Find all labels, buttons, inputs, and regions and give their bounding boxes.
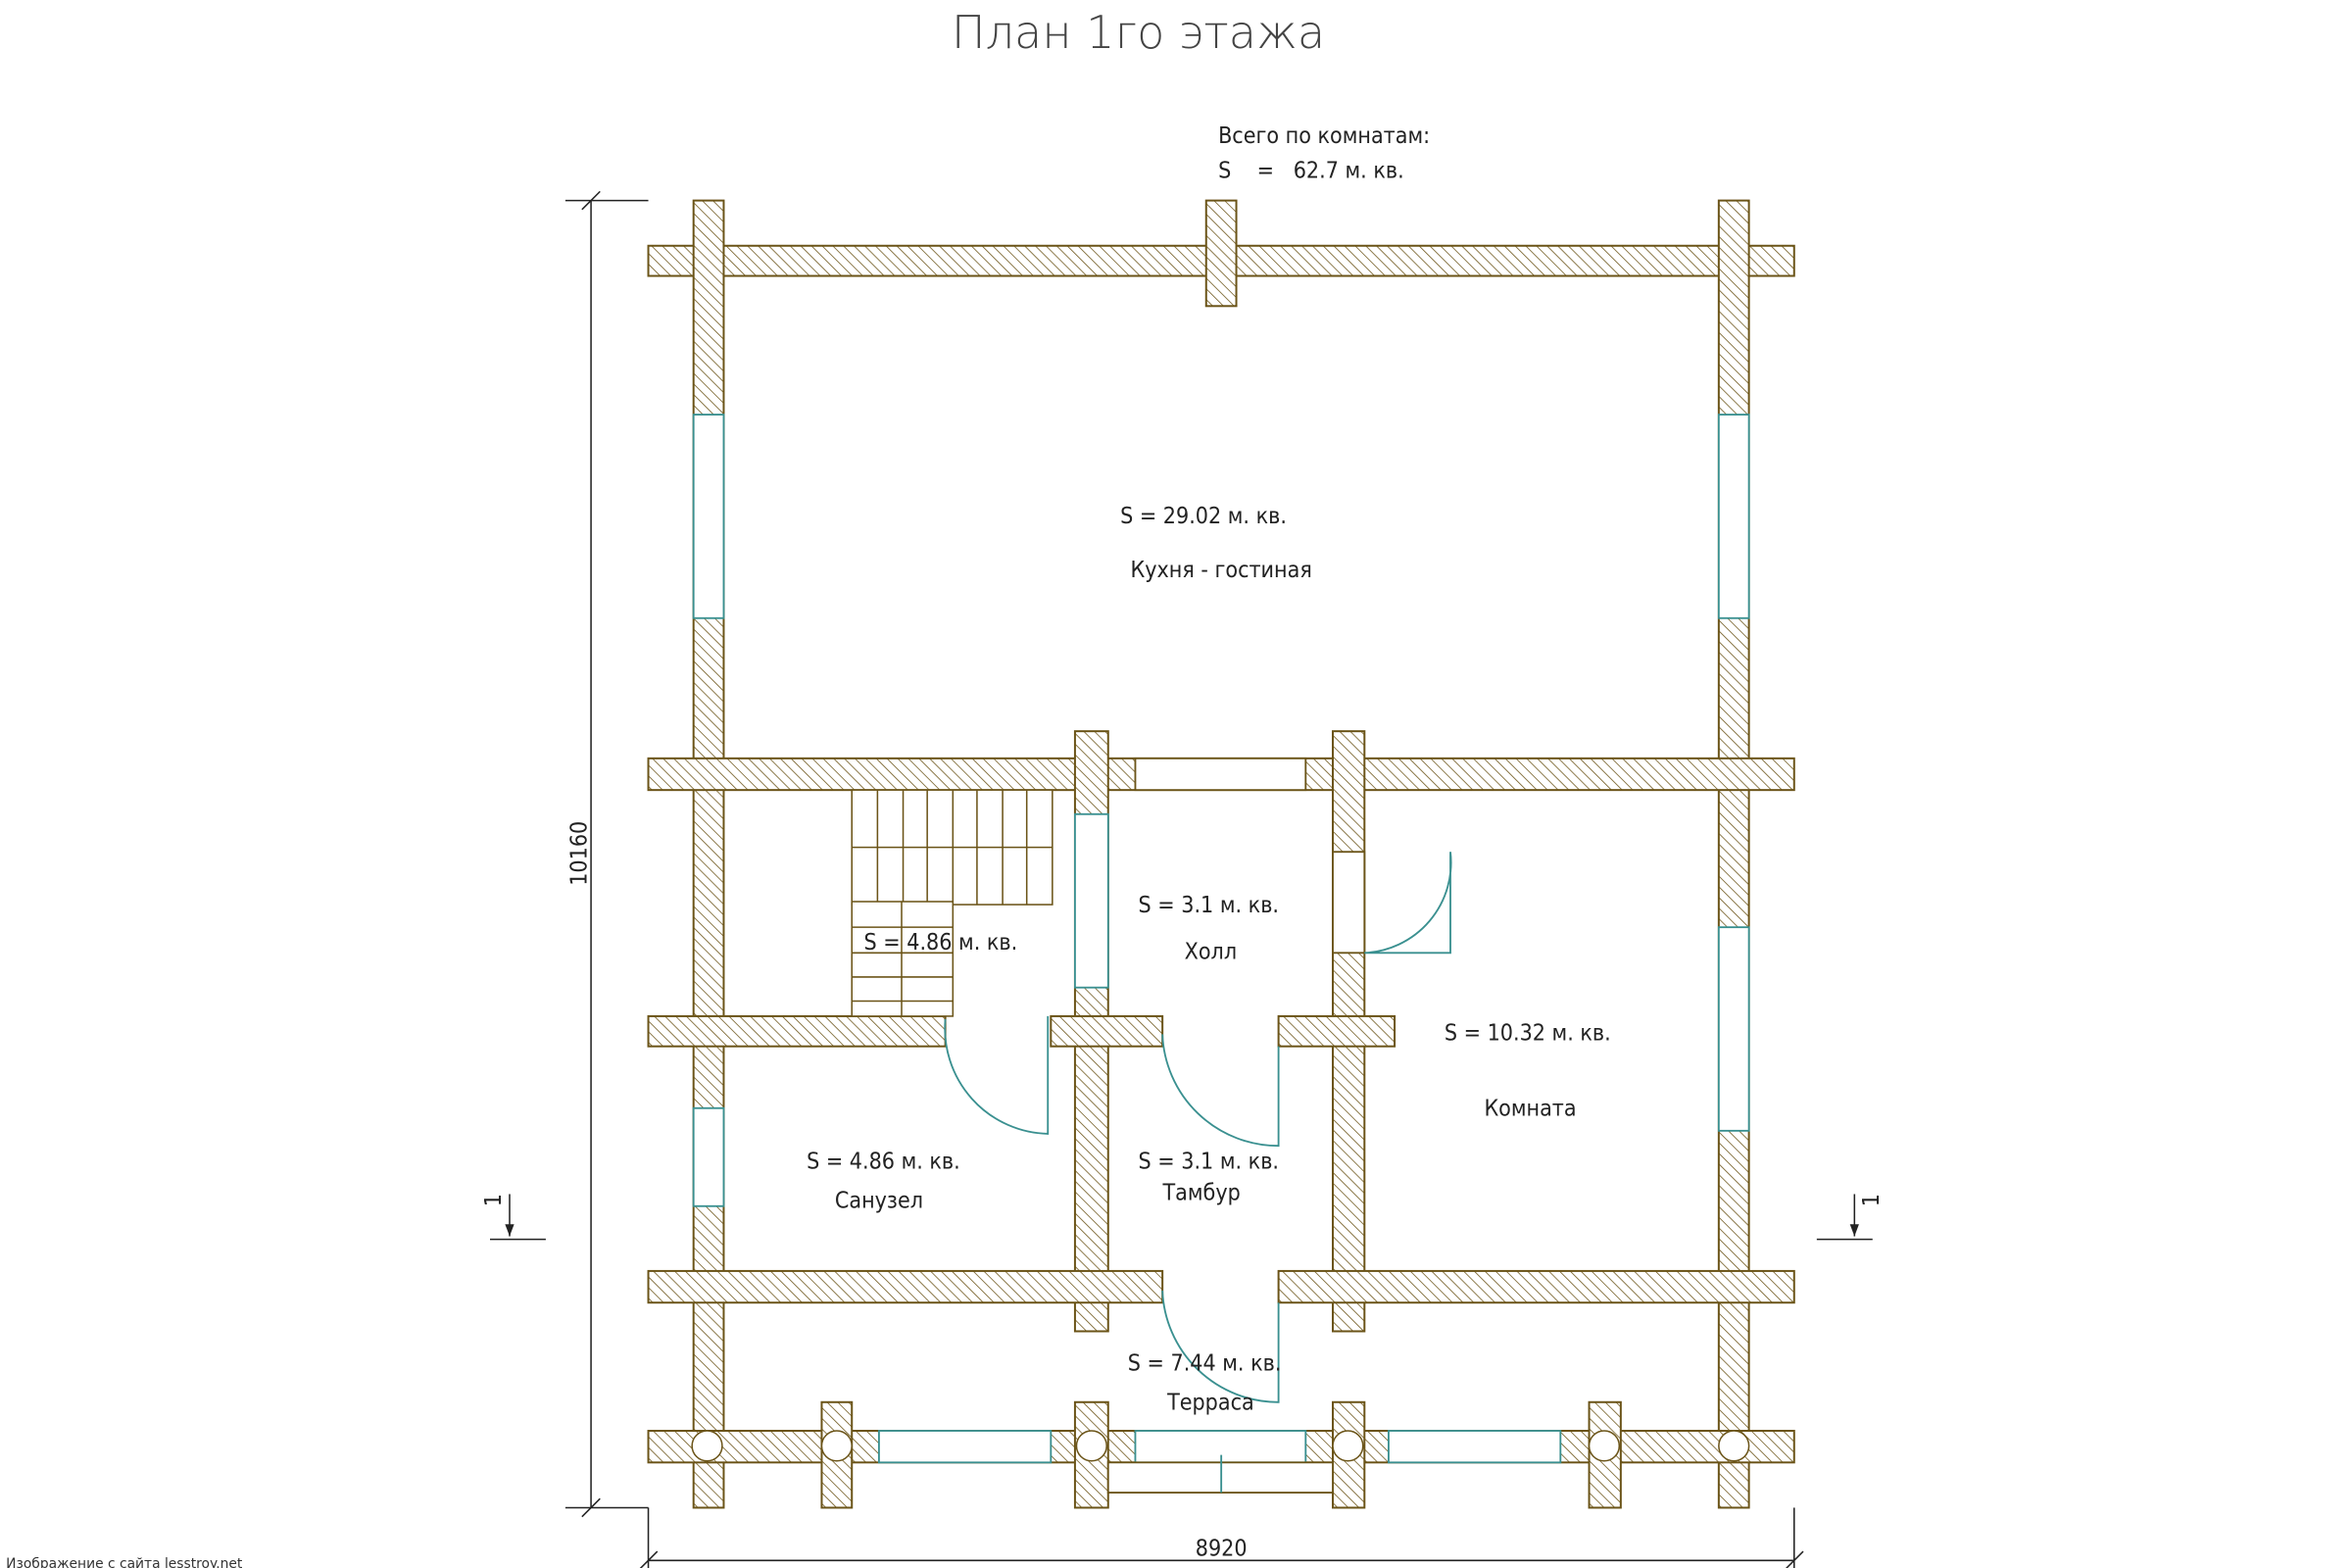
room-area-kitchen: S = 29.02 м. кв. (1120, 504, 1287, 529)
room-name-room: Комната (1484, 1096, 1576, 1121)
total-area: S = 62.7 м. кв. (1218, 159, 1404, 184)
watermark: Изображение с сайта lesstroy.net (6, 1556, 243, 1568)
room-area-bathroom: S = 4.86 м. кв. (807, 1149, 960, 1174)
room-area-stairs: S = 4.86 м. кв. (864, 930, 1018, 956)
staircase (851, 789, 1054, 1017)
walls (647, 199, 1795, 1509)
section-mark-right: 1 (1859, 1194, 1885, 1206)
room-name-terrace: Терраса (1166, 1390, 1254, 1415)
room-area-hall: S = 3.1 м. кв. (1139, 893, 1280, 918)
section-mark-left: 1 (481, 1194, 507, 1206)
total-label: Всего по комнатам: (1218, 123, 1430, 149)
doors (944, 852, 1452, 1494)
section-marks: 1 1 (481, 1194, 1885, 1241)
plan-title: План 1го этажа (952, 6, 1325, 59)
room-area-room: S = 10.32 м. кв. (1445, 1021, 1611, 1047)
room-area-vestibule: S = 3.1 м. кв. (1139, 1149, 1280, 1174)
dimension-height: 10160 (566, 821, 592, 886)
room-name-vestibule: Тамбур (1162, 1181, 1241, 1206)
room-name-kitchen: Кухня - гостиная (1130, 558, 1311, 583)
room-area-terrace: S = 7.44 м. кв. (1128, 1350, 1282, 1376)
dimension-width: 8920 (1196, 1537, 1248, 1562)
room-name-hall: Холл (1185, 939, 1237, 964)
room-name-bathroom: Санузел (835, 1188, 923, 1213)
dimension-lines: 10160 8920 (564, 190, 1804, 1568)
room-labels: S = 29.02 м. кв. Кухня - гостиная S = 4.… (807, 504, 1611, 1416)
